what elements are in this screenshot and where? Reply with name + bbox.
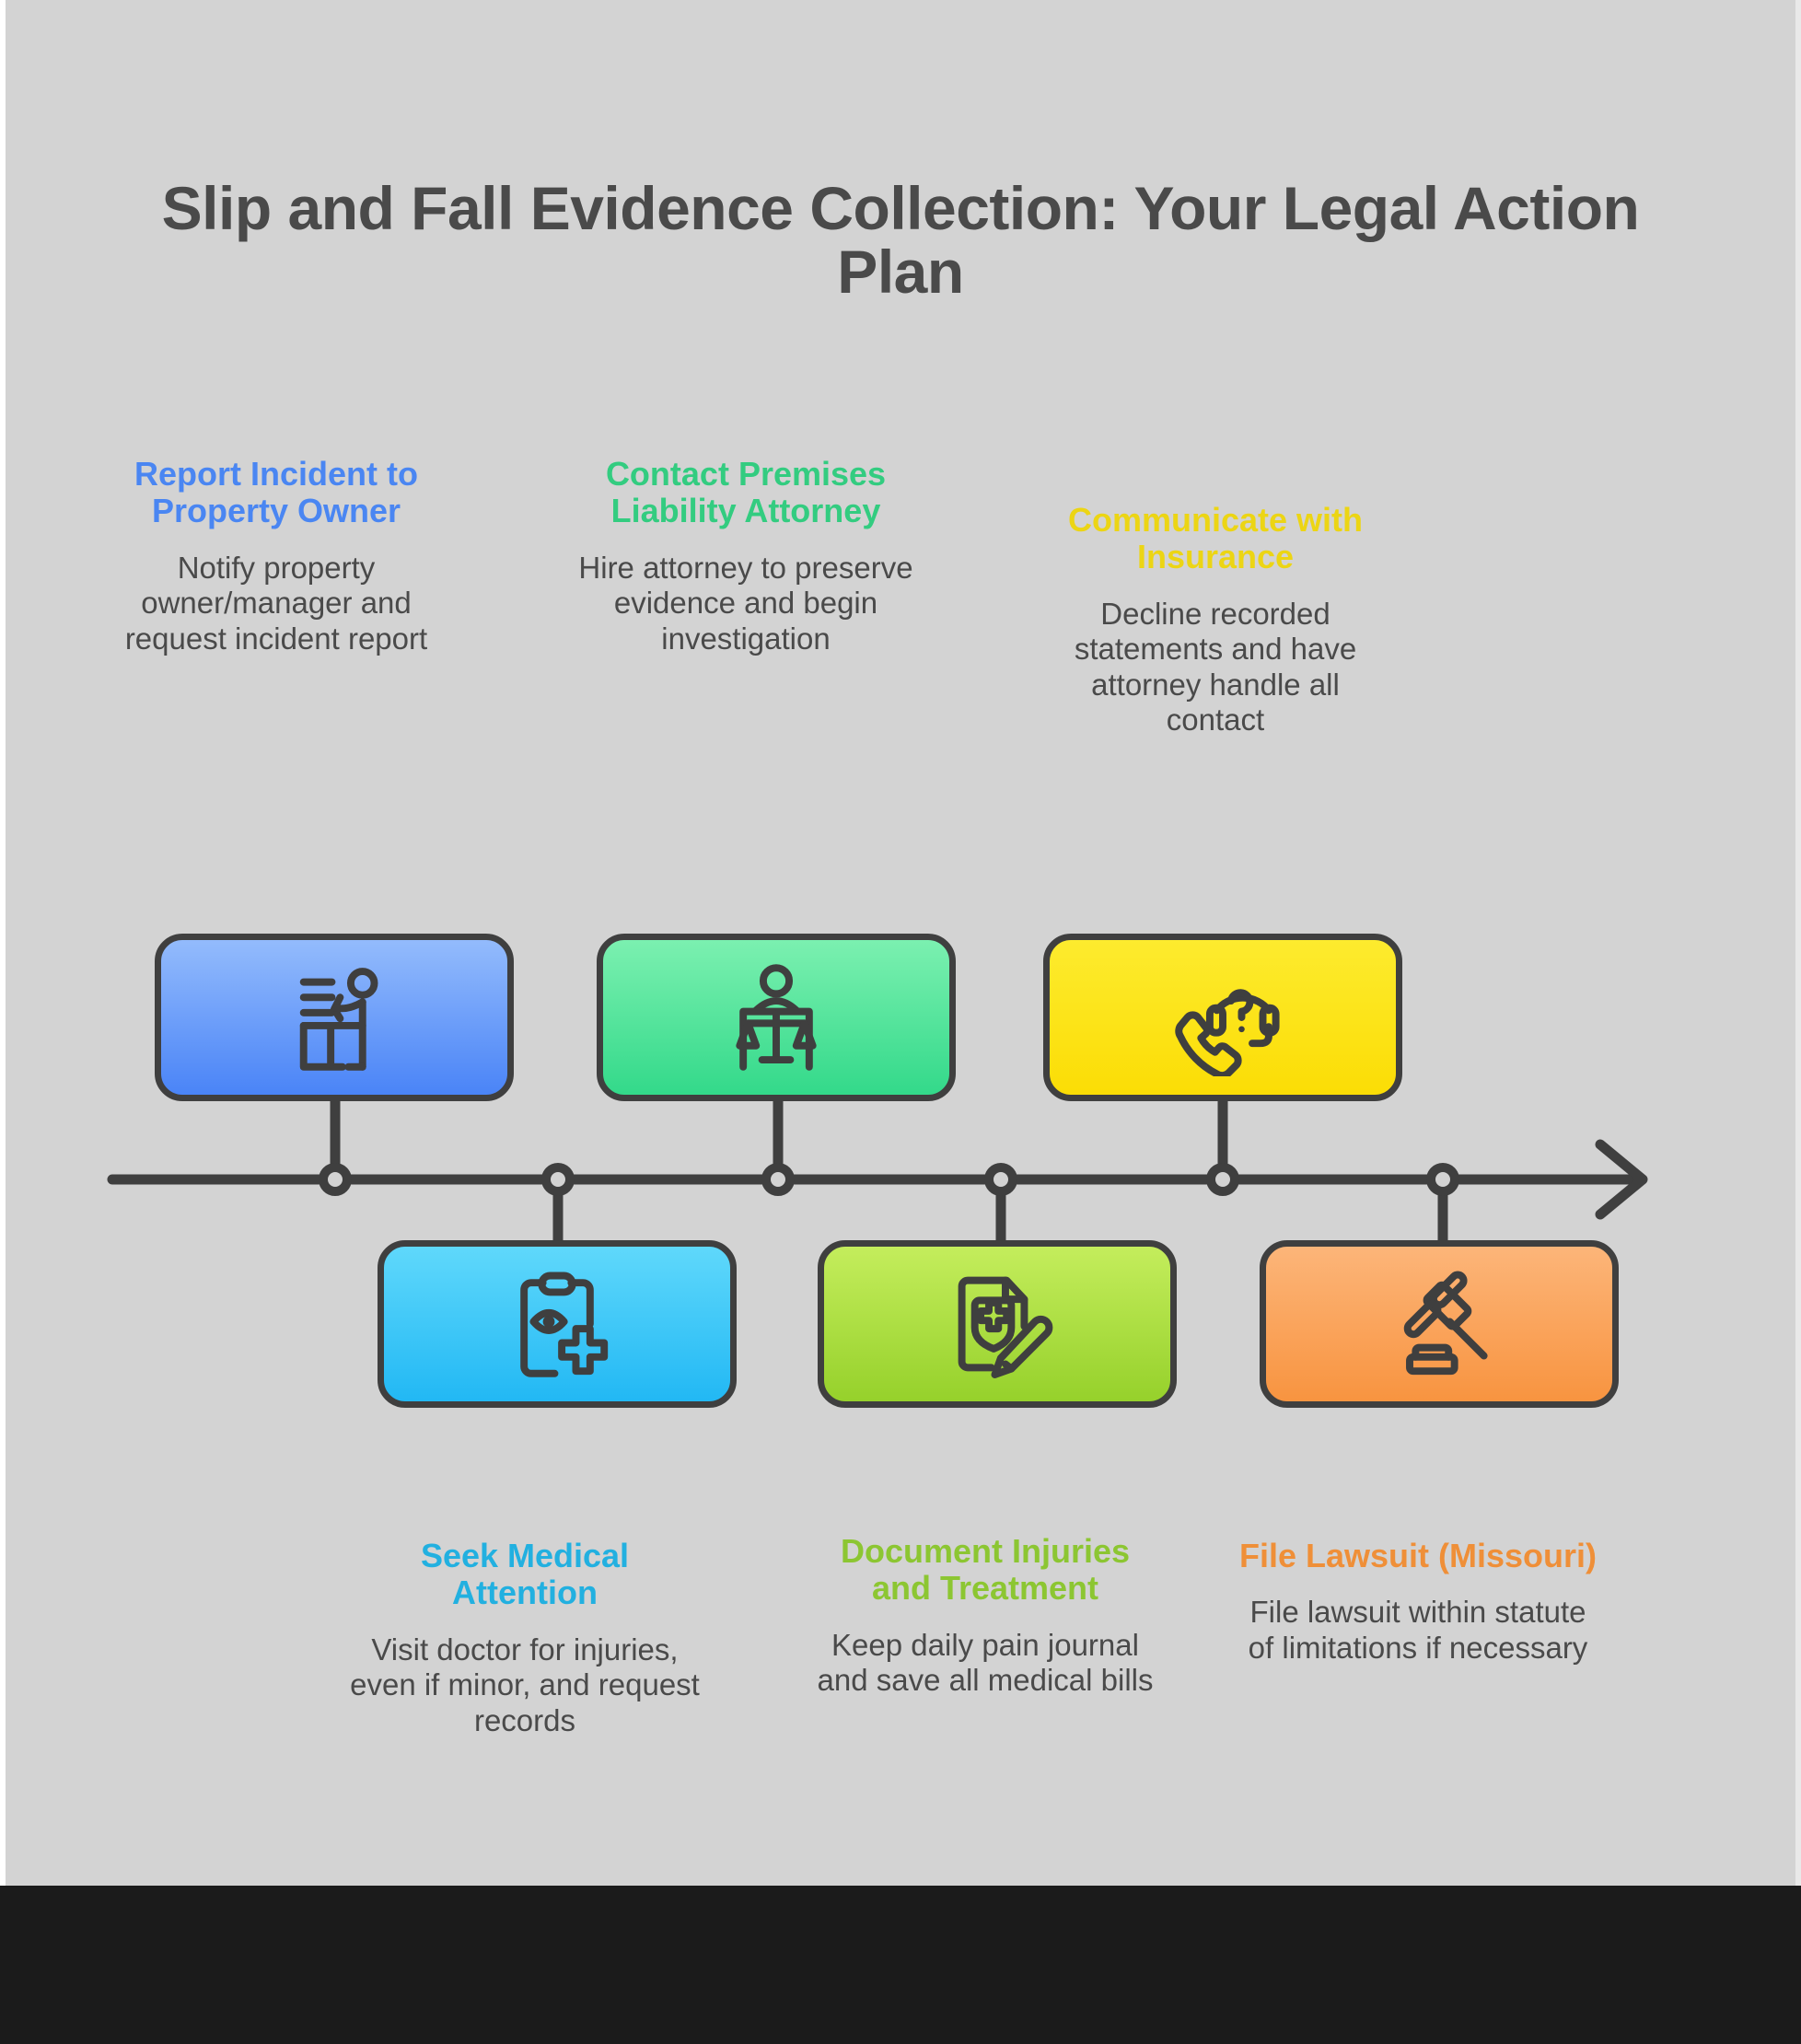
step-text-5: Document Injuries and Treatment Keep dai… (810, 1532, 1160, 1699)
step-description-1: Notify property owner/manager and reques… (124, 550, 428, 656)
step-heading-6: File Lawsuit (Missouri) (1238, 1537, 1598, 1574)
step-heading-3: Communicate with Insurance (1067, 501, 1364, 576)
step-description-4: Visit doctor for injuries, even if minor… (350, 1632, 700, 1737)
step-description-6: File lawsuit within statute of limitatio… (1248, 1595, 1588, 1665)
step-card-6[interactable] (1260, 1240, 1619, 1408)
step-card-1[interactable] (155, 934, 514, 1101)
step-text-3: Communicate with Insurance Decline recor… (1040, 501, 1390, 738)
person-at-reception-desk-icon (275, 958, 393, 1076)
canvas-right-edge (1795, 0, 1801, 1886)
medical-clipboard-eye-cross-icon (498, 1265, 616, 1383)
step-text-1: Report Incident to Property Owner Notify… (120, 455, 433, 656)
step-description-3: Decline recorded statements and have att… (1074, 596, 1357, 737)
step-description-5: Keep daily pain journal and save all med… (817, 1627, 1154, 1698)
step-description-2: Hire attorney to preserve evidence and b… (578, 550, 913, 656)
step-heading-4: Seek Medical Attention (420, 1537, 630, 1612)
step-text-2: Contact Premises Liability Attorney Hire… (571, 455, 921, 656)
step-heading-2: Contact Premises Liability Attorney (605, 455, 887, 530)
page-title: Slip and Fall Evidence Collection: Your … (161, 174, 1640, 306)
step-card-3[interactable] (1043, 934, 1402, 1101)
step-heading-5: Document Injuries and Treatment (840, 1532, 1131, 1608)
step-card-5[interactable] (818, 1240, 1177, 1408)
phone-headset-question-icon (1164, 958, 1282, 1076)
step-card-2[interactable] (597, 934, 956, 1101)
step-card-4[interactable] (378, 1240, 737, 1408)
gavel-icon (1380, 1265, 1498, 1383)
step-text-6: File Lawsuit (Missouri) File lawsuit wit… (1238, 1537, 1598, 1667)
attorney-scales-of-justice-icon (717, 958, 835, 1076)
step-text-4: Seek Medical Attention Visit doctor for … (350, 1537, 700, 1738)
step-heading-1: Report Incident to Property Owner (134, 455, 418, 530)
footer-bar (0, 1886, 1801, 2044)
medical-record-shield-pencil-icon (938, 1265, 1056, 1383)
